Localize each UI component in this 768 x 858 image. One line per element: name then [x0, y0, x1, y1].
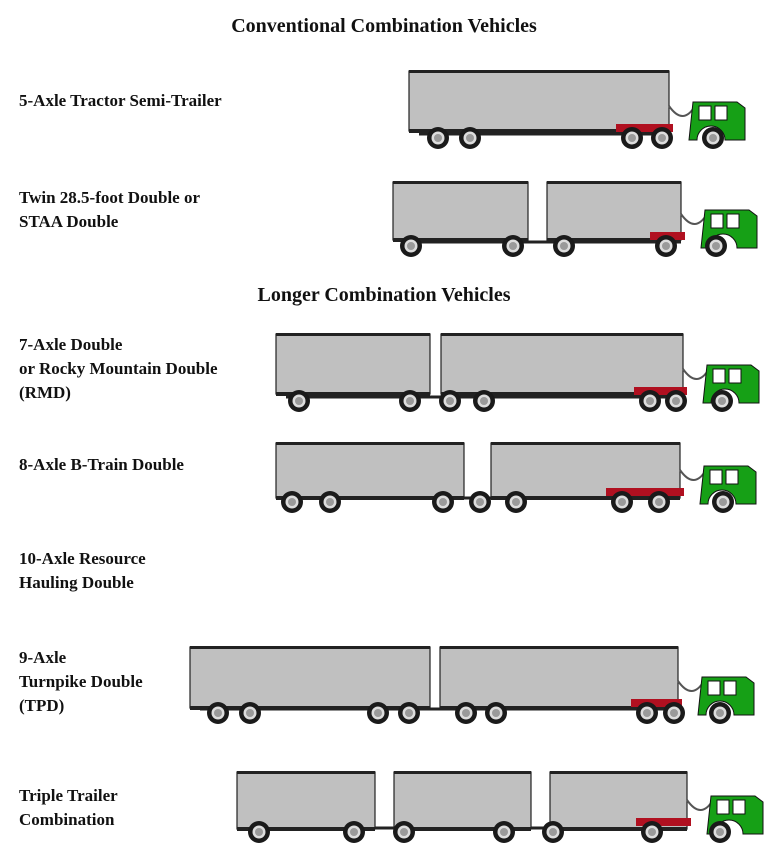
wheel-icon: [367, 702, 389, 724]
tractor-cab-icon: [631, 676, 755, 716]
wheel-icon: [505, 491, 527, 513]
tractor-cab-icon: [636, 795, 764, 835]
wheel-icon: [502, 235, 524, 257]
trailer-box: [236, 771, 376, 830]
trailer-box: [439, 646, 679, 709]
wheel-icon: [621, 127, 643, 149]
trailer-box: [546, 181, 682, 241]
tractor-cab-icon: [634, 364, 760, 404]
vehicle-label: 7-Axle Double or Rocky Mountain Double (…: [19, 335, 218, 402]
trailer-box: [189, 646, 431, 709]
trailer-box: [275, 333, 431, 395]
wheel-icon: [639, 390, 661, 412]
wheel-icon: [432, 491, 454, 513]
vehicle-label: Triple Trailer Combination: [19, 786, 118, 829]
heading-conventional: Conventional Combination Vehicles: [231, 15, 537, 37]
wheel-icon: [398, 702, 420, 724]
wheel-icon: [655, 235, 677, 257]
wheel-icon: [400, 235, 422, 257]
wheel-icon: [485, 702, 507, 724]
tractor-cab-icon: [616, 101, 746, 141]
trailer-box: [393, 771, 532, 830]
trailer-box: [408, 70, 670, 132]
wheel-icon: [711, 390, 733, 412]
wheel-icon: [459, 127, 481, 149]
wheel-icon: [393, 821, 415, 843]
vehicle-drawing: [275, 333, 760, 412]
wheel-icon: [493, 821, 515, 843]
vehicle-label: 5-Axle Tractor Semi-Trailer: [19, 91, 222, 110]
wheel-icon: [343, 821, 365, 843]
wheel-icon: [469, 491, 491, 513]
vehicle-label: 9-Axle Turnpike Double (TPD): [19, 648, 143, 715]
wheel-icon: [665, 390, 687, 412]
vehicle-drawing: [392, 181, 758, 257]
wheel-icon: [542, 821, 564, 843]
wheel-icon: [648, 491, 670, 513]
trailer-box: [440, 333, 684, 395]
wheel-icon: [553, 235, 575, 257]
wheel-icon: [641, 821, 663, 843]
wheel-icon: [651, 127, 673, 149]
vehicle-label: Twin 28.5-foot Double or STAA Double: [19, 188, 201, 231]
wheel-icon: [399, 390, 421, 412]
wheel-icon: [239, 702, 261, 724]
vehicle-drawing: [275, 442, 757, 513]
wheel-icon: [281, 491, 303, 513]
wheel-icon: [636, 702, 658, 724]
wheel-icon: [705, 235, 727, 257]
wheel-icon: [248, 821, 270, 843]
wheel-icon: [439, 390, 461, 412]
trailer-box: [392, 181, 529, 241]
wheel-icon: [709, 702, 731, 724]
wheel-icon: [427, 127, 449, 149]
wheel-icon: [611, 491, 633, 513]
wheel-icon: [455, 702, 477, 724]
vehicle-label: 10-Axle Resource Hauling Double: [19, 549, 146, 592]
wheel-icon: [709, 821, 731, 843]
wheel-icon: [288, 390, 310, 412]
vehicle-drawing: [408, 70, 746, 149]
wheel-icon: [319, 491, 341, 513]
tractor-cab-icon: [606, 465, 757, 505]
wheel-icon: [473, 390, 495, 412]
vehicle-drawing: [236, 771, 764, 843]
vehicle-drawing: [189, 646, 755, 724]
wheel-icon: [702, 127, 724, 149]
wheel-icon: [663, 702, 685, 724]
vehicle-label: 8-Axle B-Train Double: [19, 455, 184, 474]
wheel-icon: [712, 491, 734, 513]
wheel-icon: [207, 702, 229, 724]
trailer-box: [275, 442, 465, 499]
heading-longer: Longer Combination Vehicles: [257, 284, 511, 306]
